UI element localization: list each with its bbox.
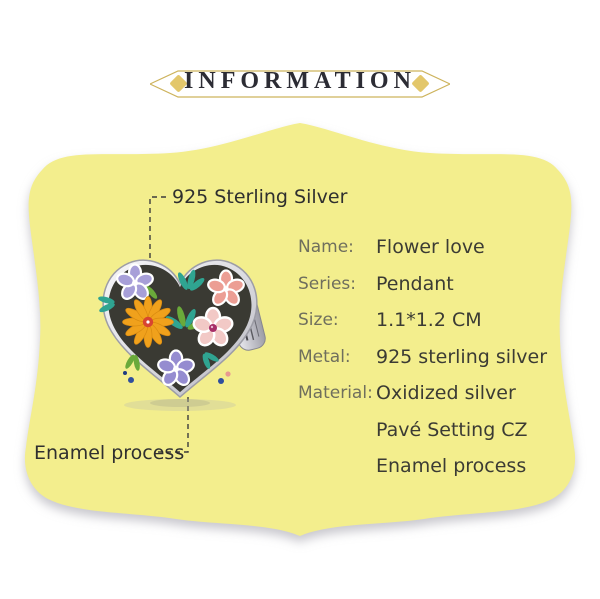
flower-heart-charm-image bbox=[98, 259, 266, 411]
bottom-callout-label: Enamel process bbox=[34, 442, 185, 464]
spec-label-material: Material: bbox=[298, 383, 373, 404]
charm-reflection bbox=[124, 399, 236, 411]
bracket-shape bbox=[24, 123, 576, 536]
spec-value-pave: Pavé Setting CZ bbox=[376, 418, 528, 441]
pink-flower-icon bbox=[207, 269, 245, 306]
top-callout-line bbox=[149, 196, 166, 261]
bottom-callout-line bbox=[158, 397, 189, 453]
spec-label-size: Size: bbox=[298, 310, 339, 331]
gold-frame-outline bbox=[150, 70, 450, 98]
spec-label-metal: Metal: bbox=[298, 346, 351, 367]
spec-label-series: Series: bbox=[298, 273, 357, 294]
spec-label-name: Name: bbox=[298, 237, 354, 258]
spec-table: Name: Flower love Series: Pendant Size: … bbox=[298, 229, 547, 485]
spec-value-name: Flower love bbox=[376, 236, 485, 259]
top-callout-label: 925 Sterling Silver bbox=[172, 186, 348, 208]
lavender-flower-icon bbox=[157, 349, 195, 386]
spec-value-metal: 925 sterling silver bbox=[376, 345, 548, 368]
accent-dots bbox=[123, 371, 231, 384]
page-title: INFORMATION bbox=[184, 68, 416, 94]
spec-value-series: Pendant bbox=[376, 272, 454, 295]
spec-value-enamel: Enamel process bbox=[376, 455, 527, 478]
header-frame-lines bbox=[150, 70, 450, 98]
pink-gem-flower-icon bbox=[192, 306, 234, 347]
orange-daisy-icon bbox=[122, 296, 174, 348]
purple-flower-icon bbox=[116, 263, 154, 300]
spec-value-material: Oxidized silver bbox=[376, 382, 516, 405]
spec-value-size: 1.1*1.2 CM bbox=[376, 309, 482, 332]
